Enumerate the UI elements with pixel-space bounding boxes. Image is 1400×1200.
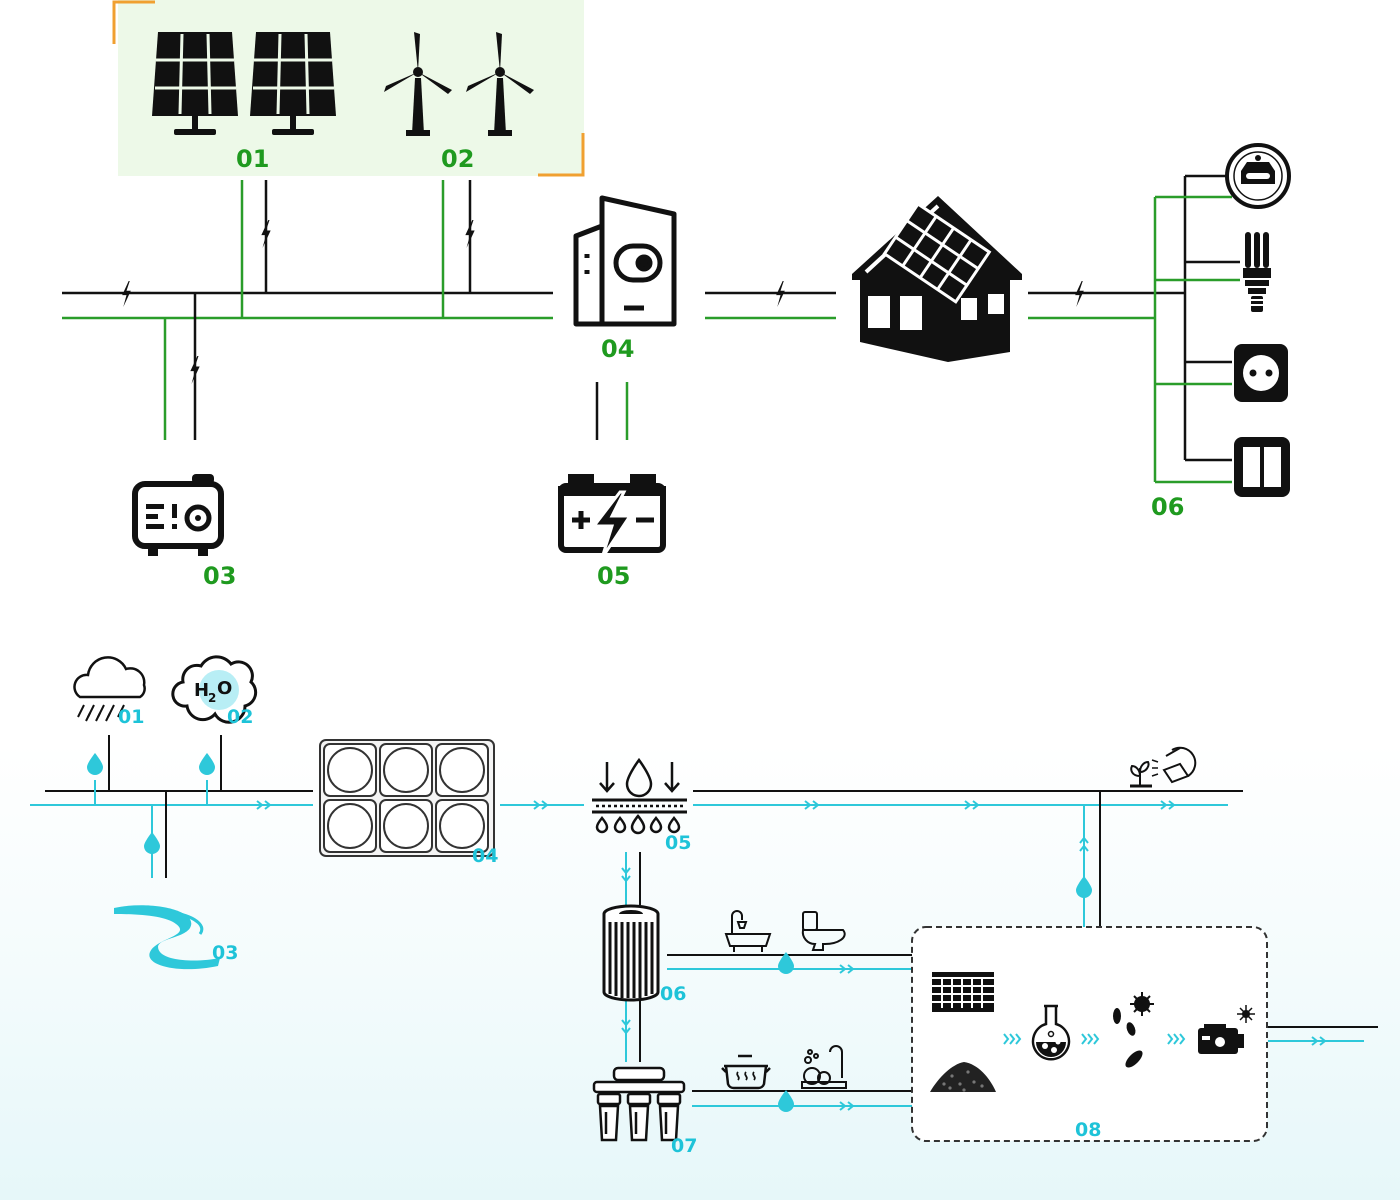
- battery-icon: [558, 474, 666, 559]
- switch-icon: [1234, 437, 1290, 497]
- flask-icon: [1031, 1004, 1071, 1061]
- treatment-box: [911, 926, 1268, 1142]
- dish-washing-icon: [801, 1045, 847, 1089]
- grid-filter-icon: [932, 972, 994, 1012]
- cartridge-label: 06: [660, 983, 686, 1005]
- vapor-cloud-icon: H 2 O: [171, 655, 258, 724]
- water-tank-icon: [319, 739, 495, 857]
- solar-panel-icon: [152, 32, 336, 135]
- energy-bus: [62, 174, 1240, 484]
- bathtub-icon: [724, 910, 772, 952]
- water-pipes: [30, 735, 1378, 1107]
- wind-label: 02: [441, 145, 474, 173]
- water-section: 01 H 2 O 02 03 04: [30, 655, 1378, 1157]
- generator-icon: [132, 474, 224, 556]
- reverse-osmosis-icon: [592, 1066, 686, 1142]
- uv-sterilizer-icon: [1198, 1005, 1255, 1054]
- cooking-pot-icon: [721, 1054, 771, 1090]
- vapor-sub: 2: [208, 691, 216, 705]
- toilet-icon: [801, 911, 846, 951]
- solar-house-icon: [852, 196, 1022, 362]
- river-label: 03: [212, 942, 238, 964]
- treatment-label: 08: [1075, 1119, 1101, 1141]
- corner-mark-bottom-right: [538, 133, 585, 177]
- car-charger-icon: [1225, 143, 1291, 209]
- treatment-flow-arrows: [1003, 1033, 1186, 1045]
- ro-label: 07: [671, 1135, 697, 1157]
- loads-label: 06: [1151, 493, 1184, 521]
- solar-label: 01: [236, 145, 269, 173]
- vapor-h: H: [194, 680, 209, 701]
- vapor-o: O: [217, 678, 232, 699]
- bulb-icon: [1243, 232, 1271, 312]
- rain-cloud-icon: [73, 656, 146, 722]
- rain-label: 01: [118, 706, 144, 728]
- filter-icon: [592, 757, 687, 835]
- bacteria-icon: [1113, 992, 1154, 1068]
- irrigation-icon: [1130, 746, 1197, 788]
- energy-section: 01 02: [62, 0, 1291, 590]
- filter-label: 05: [665, 832, 691, 854]
- vapor-label: 02: [227, 706, 253, 728]
- battery-label: 05: [597, 562, 630, 590]
- charcoal-icon: [930, 1062, 996, 1092]
- socket-icon: [1234, 344, 1288, 402]
- inverter-icon: [573, 195, 677, 327]
- inverter-label: 04: [601, 335, 634, 363]
- cartridge-filter-icon: [602, 904, 660, 1002]
- generator-label: 03: [203, 562, 236, 590]
- wind-turbine-icon: [384, 32, 534, 136]
- corner-mark-top-left: [112, 0, 155, 44]
- river-icon: [114, 905, 220, 970]
- tank-label: 04: [472, 845, 498, 867]
